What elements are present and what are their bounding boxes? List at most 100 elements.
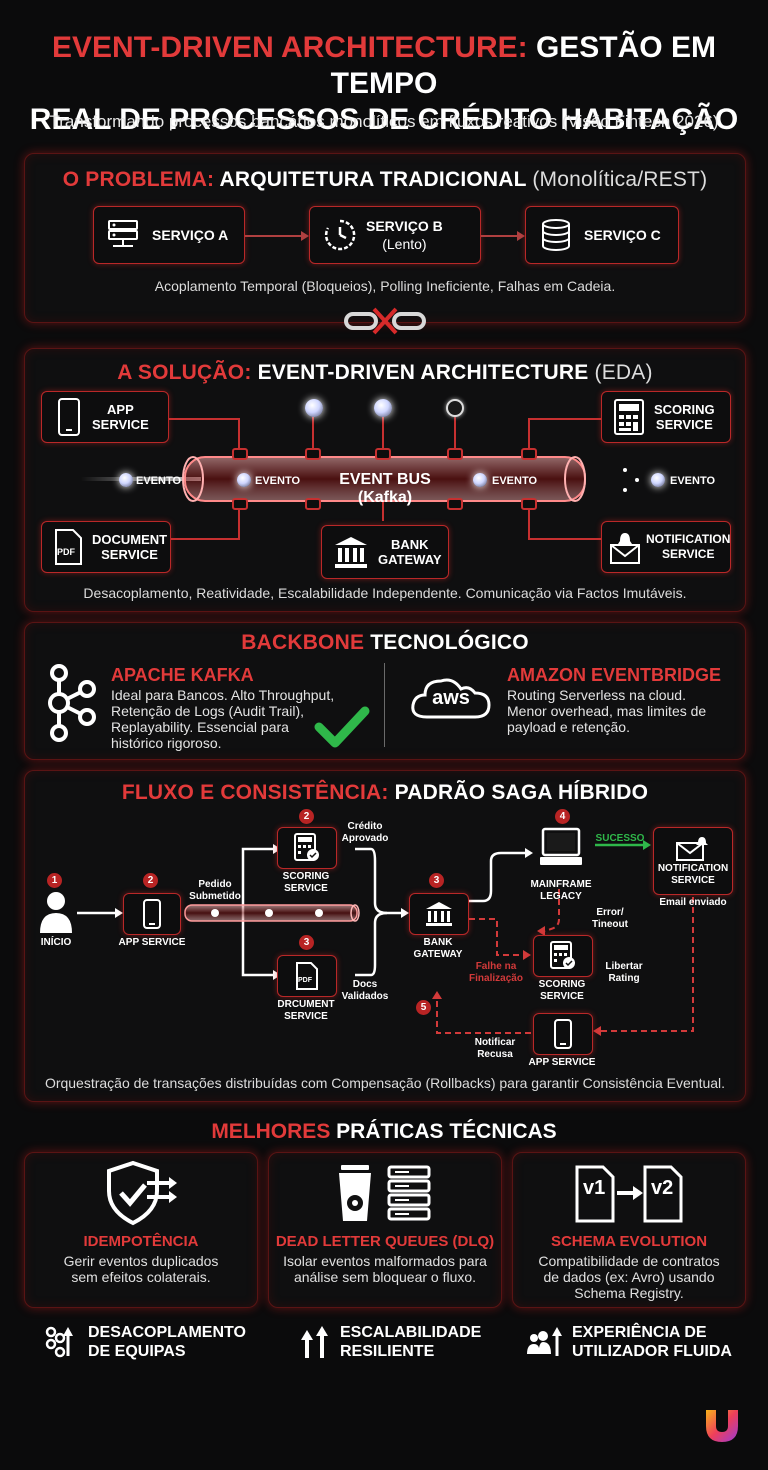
flow-app-service2-label: APP SERVICE <box>528 1057 596 1068</box>
event-node-1 <box>305 399 323 417</box>
problem-arrows <box>245 231 525 241</box>
service-a-box: SERVIÇO A <box>93 206 245 264</box>
event-label-2: EVENTO <box>255 475 301 487</box>
scale-up-icon <box>301 1326 328 1358</box>
aws-cloud-icon: aws <box>409 673 493 723</box>
svg-text:PDF: PDF <box>298 977 313 984</box>
bank-icon <box>335 537 367 568</box>
schema-version-icon <box>575 1165 683 1223</box>
service-c-label: SERVIÇO C <box>584 227 661 243</box>
phone-icon <box>554 1019 572 1049</box>
kafka-text: Ideal para Bancos. Alto Throughput, Rete… <box>111 687 335 751</box>
calculator-check-icon <box>550 941 575 969</box>
title-red: EVENT-DRIVEN ARCHITECTURE: <box>52 31 528 64</box>
inicio-label: INÍCIO <box>40 937 72 948</box>
step-1-badge: 1 <box>47 873 62 888</box>
card-3-title: SCHEMA EVOLUTION <box>550 1233 708 1250</box>
event-node-2 <box>374 399 392 417</box>
flow-title: FLUXO E CONSISTÊNCIA: PADRÃO SAGA HÍBRID… <box>121 781 649 804</box>
card-2-title: DEAD LETTER QUEUES (DLQ) <box>275 1233 495 1250</box>
page-title: EVENT-DRIVEN ARCHITECTURE: GESTÃO EM TEM… <box>0 30 768 138</box>
service-b-label: SERVIÇO B <box>366 218 443 234</box>
kafka-title: APACHE KAFKA <box>111 665 254 685</box>
step-3-badge-b: 3 <box>429 873 444 888</box>
practice-card-schema: v1 v2 SCHEMA EVOLUTION Compatibilidade d… <box>512 1152 746 1308</box>
flow-document-box: PDF <box>277 955 337 997</box>
step-4-badge: 4 <box>555 809 570 824</box>
problem-title: O PROBLEMA: ARQUITETURA TRADICIONAL (Mon… <box>62 168 708 191</box>
email-label: Email enviado <box>659 897 727 908</box>
clock-icon <box>324 219 356 251</box>
problem-caption: Acoplamento Temporal (Bloqueios), Pollin… <box>154 278 616 294</box>
kafka-icon <box>48 664 96 742</box>
bus-connectors <box>81 415 639 540</box>
backbone-panel: BACKBONE TECNOLÓGICO APACHE KAFKA Ideal … <box>24 622 746 760</box>
page-subtitle: Transformando processos bancários monolí… <box>49 112 719 131</box>
step-3-badge-a: 3 <box>299 935 314 950</box>
flow-app-service-label: APP SERVICE <box>118 937 186 948</box>
event-label-1: EVENTO <box>136 475 182 487</box>
users-up-icon <box>527 1327 562 1356</box>
service-b-box: SERVIÇO B (Lento) <box>309 206 481 264</box>
v1-label: v1 <box>583 1177 606 1199</box>
title-white-1: GESTÃO EM TEMPO <box>330 31 716 100</box>
solution-panel: A SOLUÇÃO: EVENT-DRIVEN ARCHITECTURE (ED… <box>24 348 746 612</box>
envelope-bell-icon <box>676 837 708 861</box>
event-dot-1 <box>119 473 133 487</box>
problem-panel: O PROBLEMA: ARQUITETURA TRADICIONAL (Mon… <box>24 153 746 323</box>
eventbridge-title: AMAZON EVENTBRIDGE <box>507 665 722 685</box>
service-c-box: SERVIÇO C <box>525 206 679 264</box>
database-icon <box>542 219 570 251</box>
event-node-3 <box>446 399 464 417</box>
mainframe-icon <box>540 827 582 865</box>
title-white-2: REAL DE PROCESSOS DE CRÉDITO HABITAÇÃO <box>29 103 739 136</box>
trash-server-icon <box>339 1165 431 1221</box>
person-icon <box>40 892 72 933</box>
backbone-divider <box>384 663 385 747</box>
solution-title: A SOLUÇÃO: EVENT-DRIVEN ARCHITECTURE (ED… <box>117 361 653 384</box>
calculator-icon <box>614 399 644 435</box>
eventbridge-text: Routing Serverless na cloud. Menor overh… <box>507 687 707 735</box>
event-dot-2 <box>237 473 251 487</box>
solution-caption: Desacoplamento, Reatividade, Escalabilid… <box>83 585 687 601</box>
service-a-label: SERVIÇO A <box>152 227 229 243</box>
card-1-title: IDEMPOTÊNCIA <box>83 1233 199 1250</box>
saga-flow-lines <box>77 840 694 1036</box>
team-split-icon <box>45 1326 73 1358</box>
flow-panel: FLUXO E CONSISTÊNCIA: PADRÃO SAGA HÍBRID… <box>24 770 746 1102</box>
step-2-badge-b: 2 <box>299 809 314 824</box>
event-bus-label: EVENT BUS (Kafka) <box>339 471 431 506</box>
shield-check-icon <box>107 1160 177 1226</box>
check-icon <box>314 706 370 748</box>
pdf-icon: PDF <box>296 962 318 990</box>
flow-bank-box <box>409 893 469 935</box>
sucesso-label: SUCESSO <box>595 833 645 844</box>
bank-icon <box>426 902 452 926</box>
practice-card-dlq: DEAD LETTER QUEUES (DLQ) Isolar eventos … <box>268 1152 502 1308</box>
flow-scoring2-box <box>533 935 593 977</box>
practices-title: MELHORES PRÁTICAS TÉCNICAS <box>211 1120 557 1143</box>
event-label-4: EVENTO <box>670 475 716 487</box>
